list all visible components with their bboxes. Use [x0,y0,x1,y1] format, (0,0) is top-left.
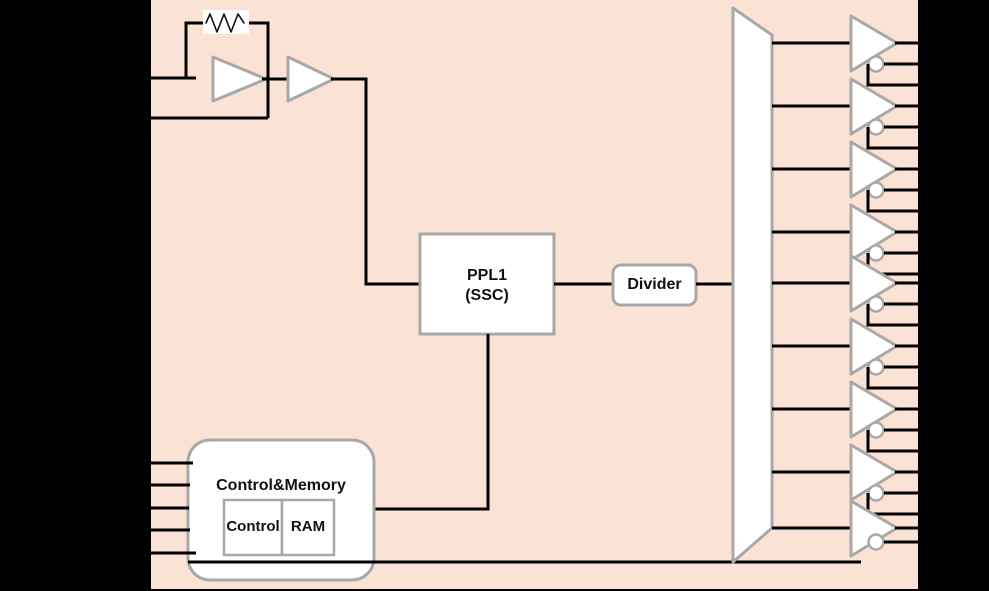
ram-subblock-label: RAM [290,518,326,535]
divider-block-label: Divider [627,276,682,293]
control-memory-label: Control&Memory [216,477,346,494]
pll-block-label: PPL1 (SSC) [465,267,509,304]
control-subblock-label: Control [226,518,280,535]
